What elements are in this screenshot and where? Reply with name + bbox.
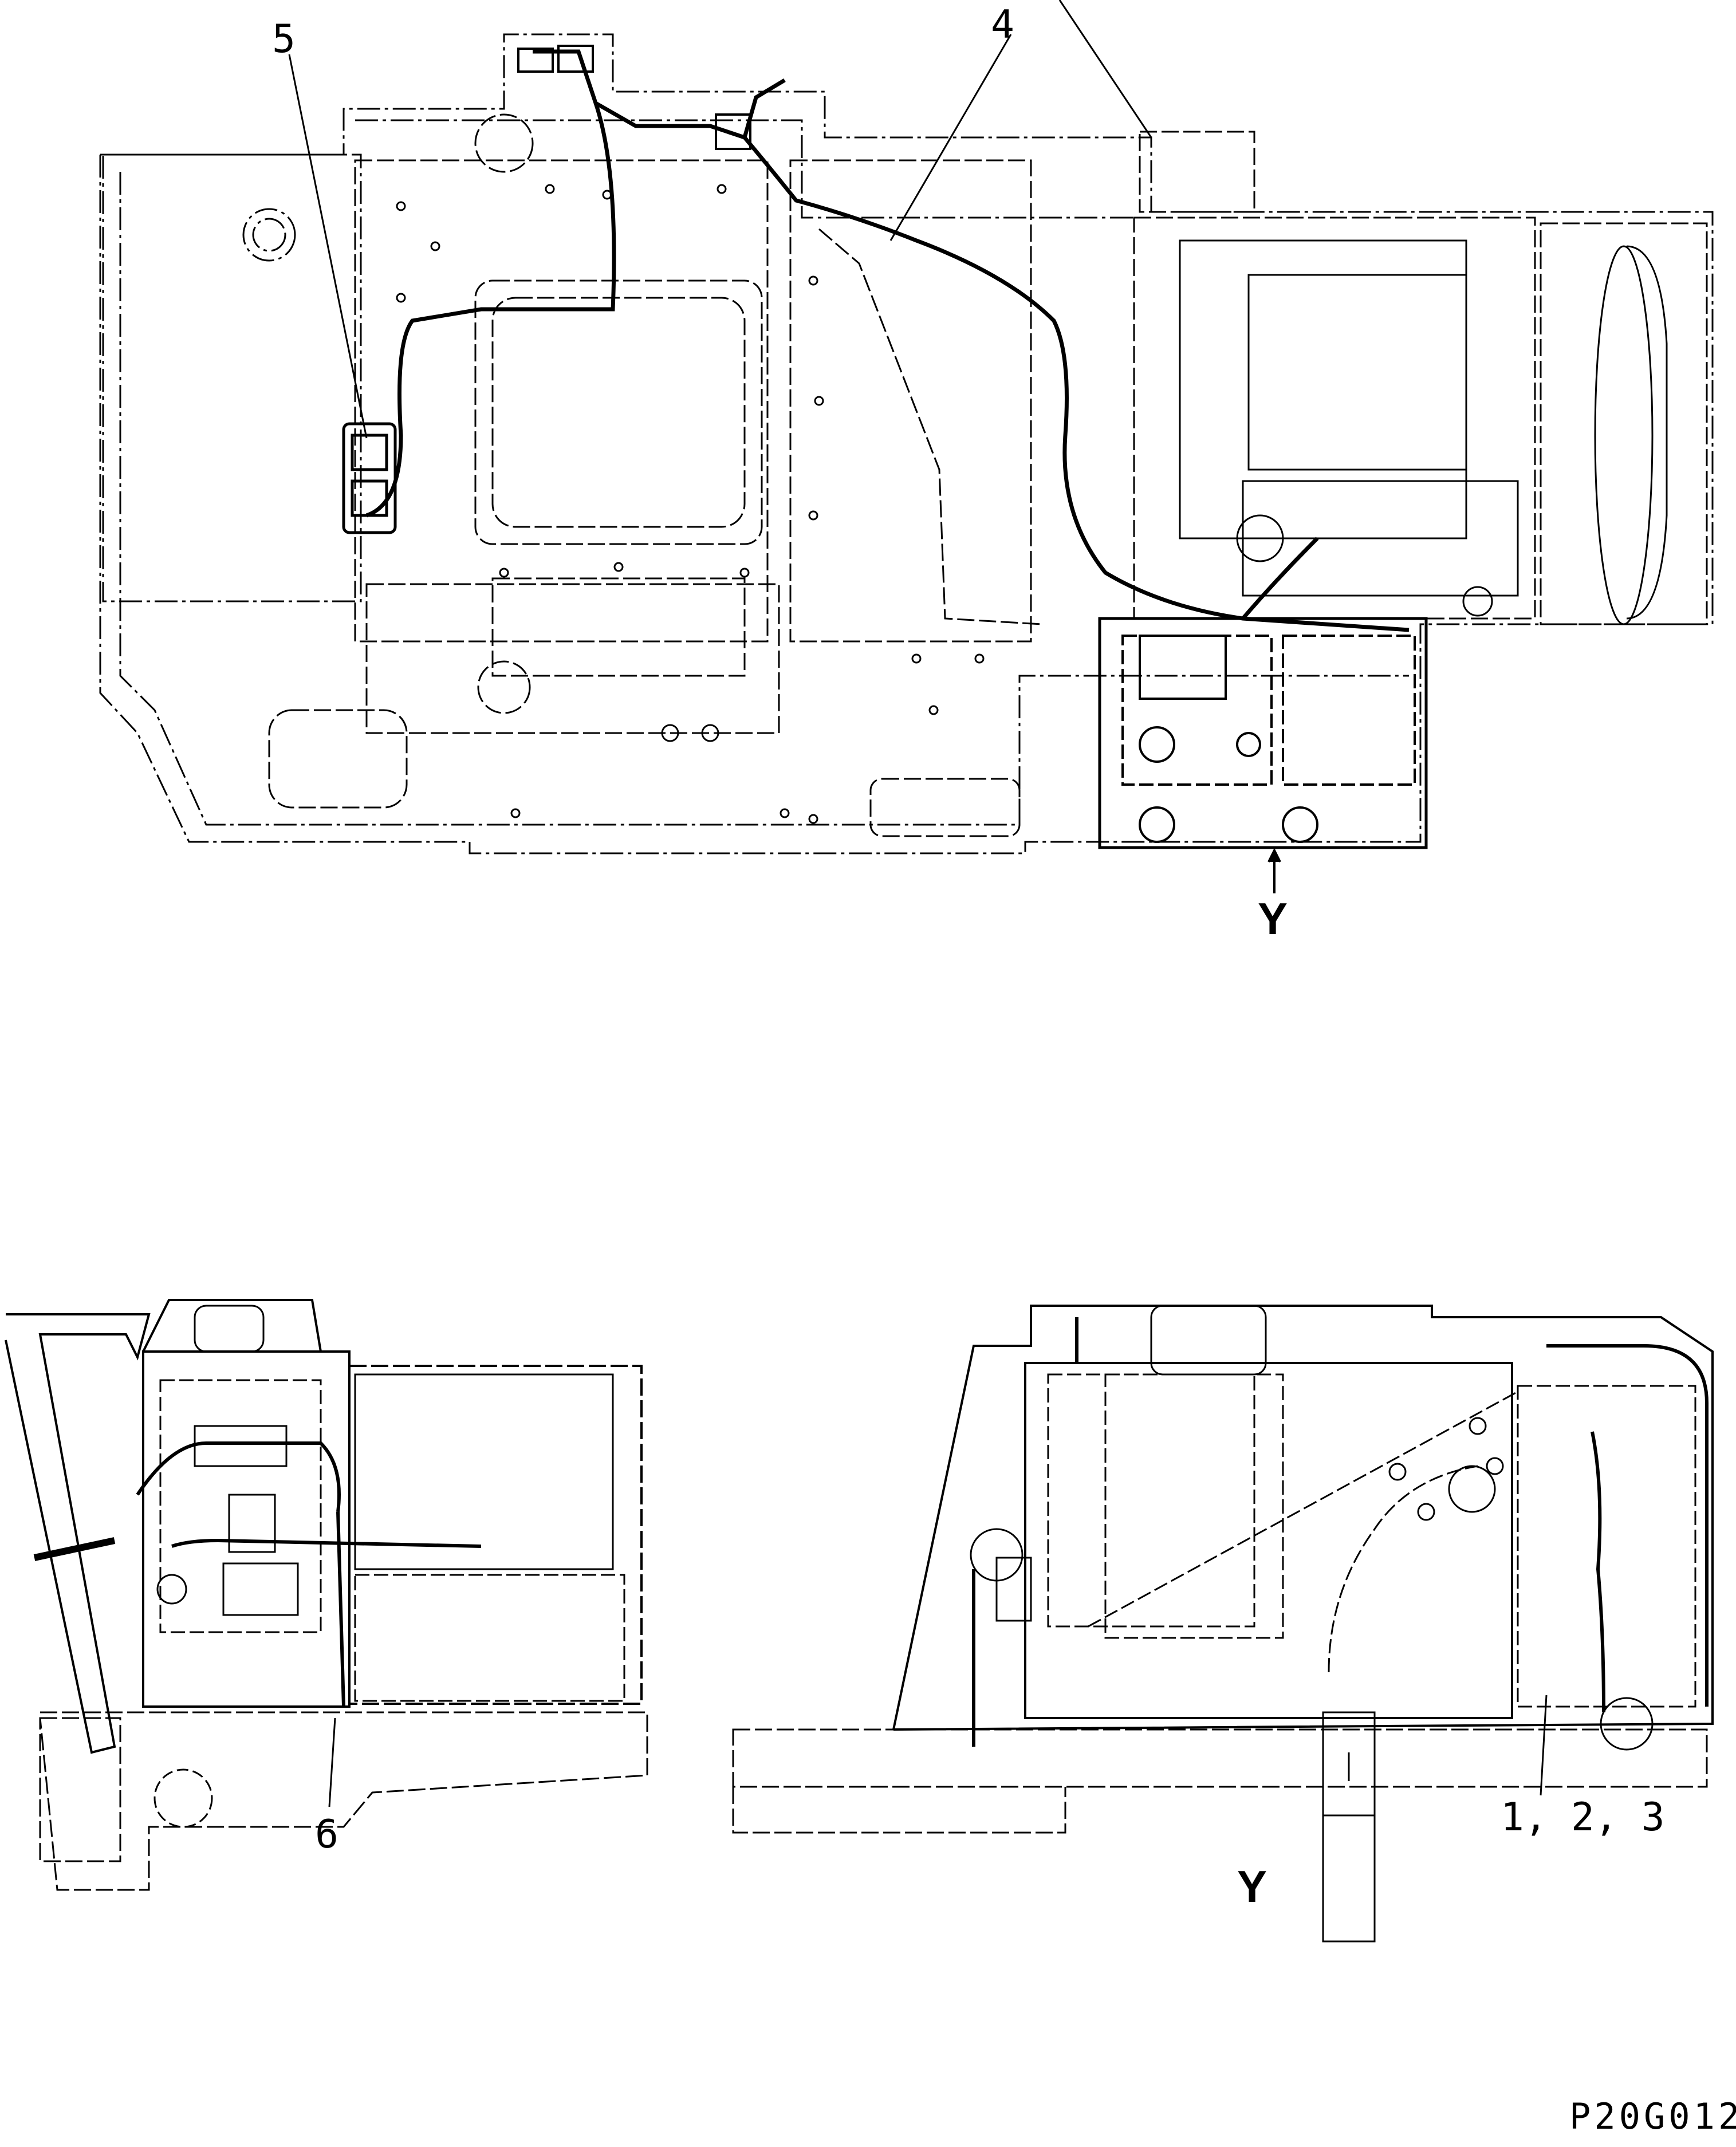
leader-lines (288, 0, 1548, 1807)
engine-outline (1133, 131, 1708, 625)
harness-side-right (972, 1317, 1709, 1747)
harness-side-left (33, 1441, 482, 1707)
callout-parts-1-2-3: 1, 2, 3 (1501, 1795, 1665, 1840)
side-view-left (5, 1299, 648, 1891)
callout-part-4: 4 (991, 2, 1014, 48)
view-y-label-side: Y (1237, 1861, 1267, 1912)
callout-part-6: 6 (315, 1812, 338, 1857)
drawing-code: P20G012 (1569, 2095, 1736, 2137)
top-view-bolts (396, 184, 985, 824)
side-view-right (732, 1305, 1714, 1943)
view-y-arrow-top (1267, 848, 1281, 893)
callout-part-5: 5 (272, 17, 296, 62)
view-y-label-top: Y (1258, 893, 1288, 944)
top-view-floor (268, 113, 1043, 837)
top-view-chassis (99, 33, 1714, 854)
switch-box-5 (342, 422, 397, 534)
connector-cluster-top (517, 45, 751, 150)
battery-box (1098, 617, 1428, 849)
